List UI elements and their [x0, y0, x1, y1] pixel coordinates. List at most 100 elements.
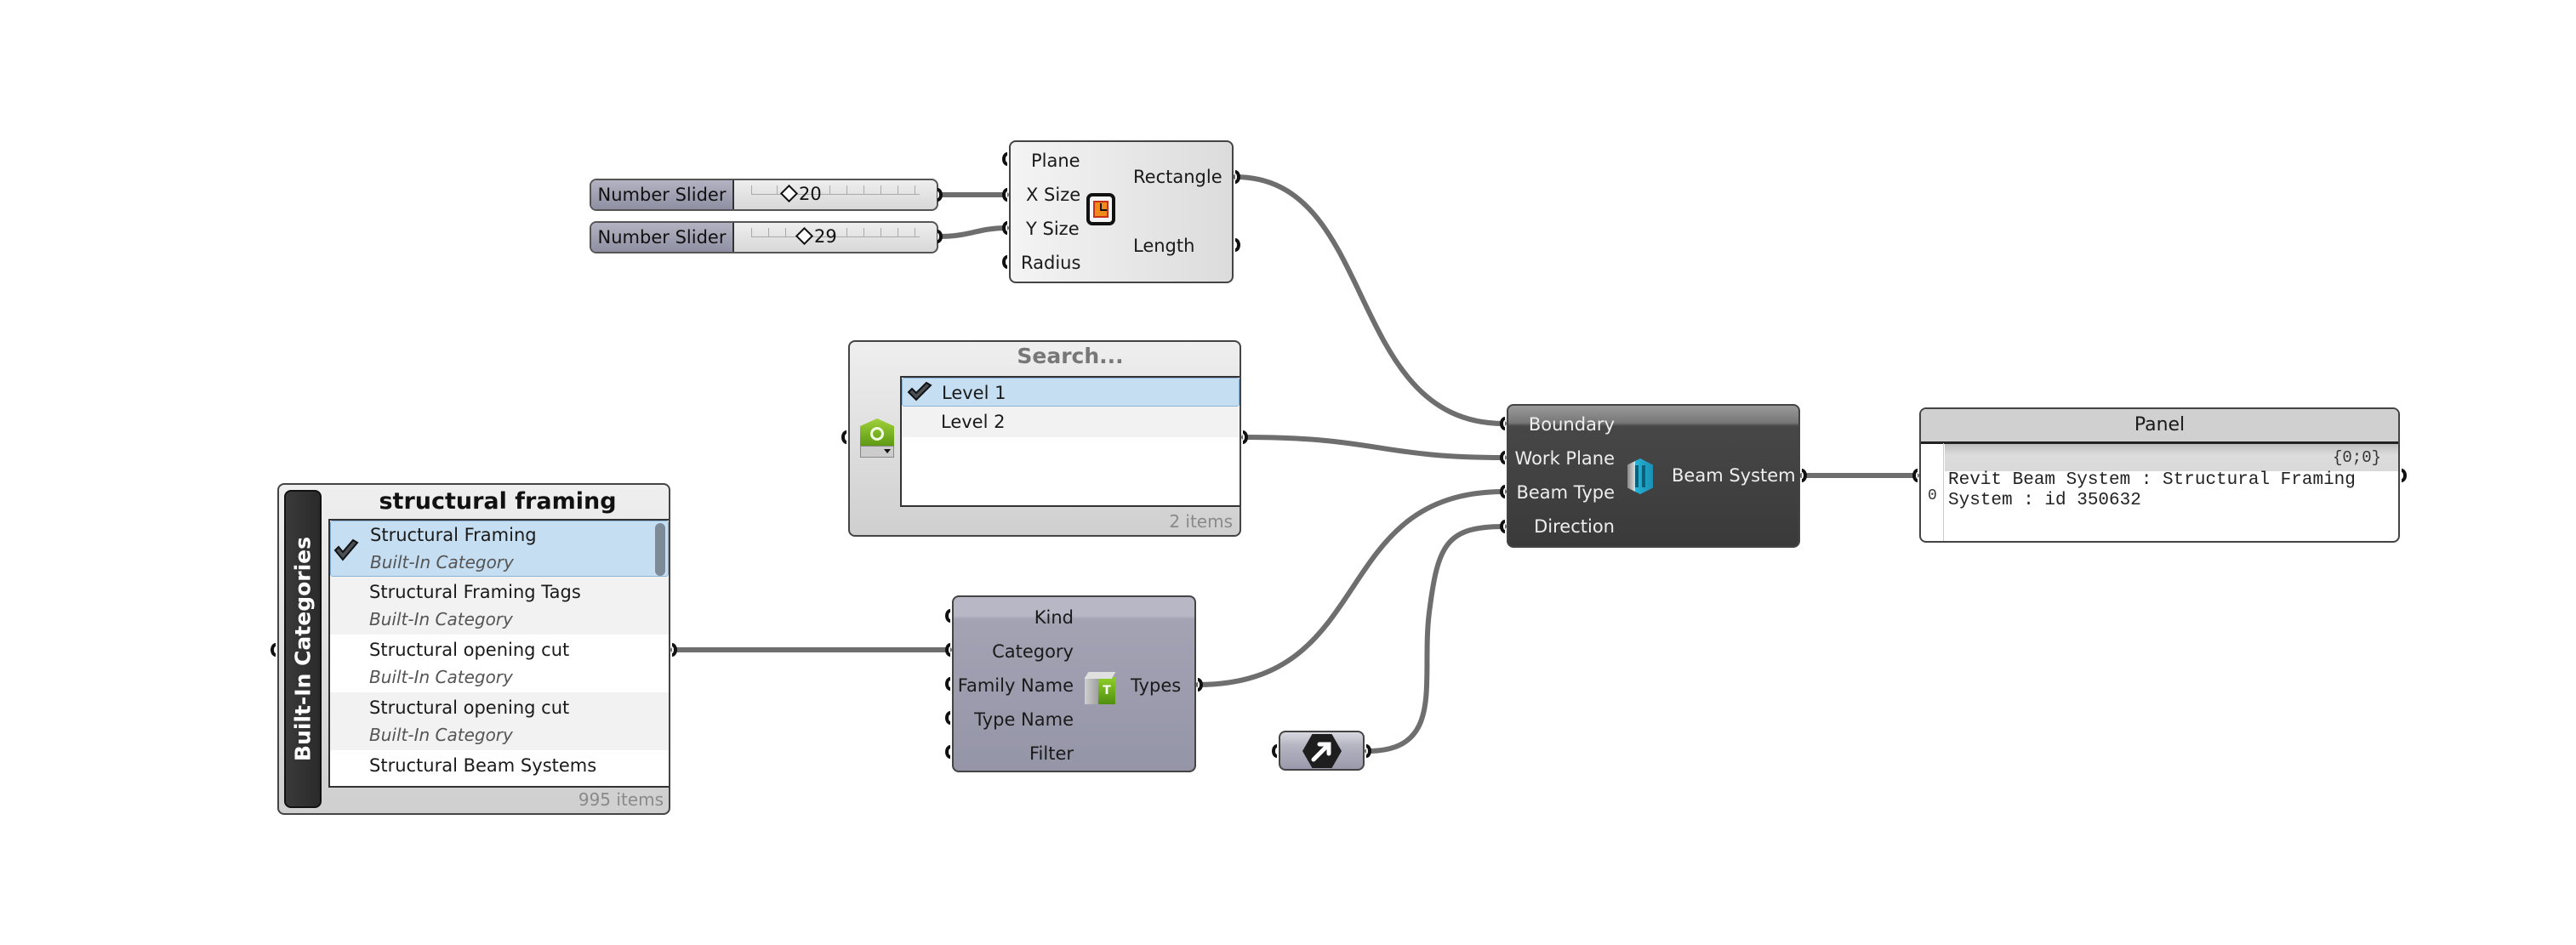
list-item-level-1[interactable]: Level 1	[902, 378, 1240, 407]
slider-track[interactable]: 29	[734, 223, 937, 252]
list-item-category[interactable]: Structural opening cut Built-In Category	[330, 692, 669, 750]
types-output-grip[interactable]	[1198, 678, 1203, 692]
beam-system-output-grip[interactable]	[1802, 469, 1807, 482]
slider-value: 20	[799, 184, 822, 204]
level-input-grip[interactable]	[841, 430, 846, 444]
input-kind: Kind	[1034, 607, 1074, 628]
slider-name-label: Number Slider	[591, 223, 734, 252]
categories-side-tab: Built-In Categories	[284, 490, 322, 808]
level-search-header[interactable]: Search...	[1017, 344, 1124, 368]
slider-x-output-grip[interactable]	[938, 188, 943, 202]
x-size-input-grip[interactable]	[1002, 188, 1007, 202]
input-category: Category	[992, 641, 1074, 662]
list-item-label: Structural opening cut	[369, 697, 570, 718]
list-item-label: Level 2	[941, 412, 1006, 432]
built-in-categories-component[interactable]: Built-In Categories structural framing S…	[277, 483, 670, 815]
level-output-grip[interactable]	[1243, 430, 1248, 444]
list-item-sublabel: Built-In Category	[370, 552, 514, 572]
panel-title: Panel	[1921, 409, 2398, 444]
element-type-icon: T	[1084, 672, 1117, 708]
category-input-grip[interactable]	[945, 643, 950, 657]
plane-input-grip[interactable]	[1002, 152, 1007, 166]
input-family-name: Family Name	[957, 675, 1074, 696]
input-radius: Radius	[1021, 253, 1081, 273]
wire-level-to-workplane	[1241, 435, 1507, 460]
element-types-component[interactable]: Kind Category Family Name Type Name Filt…	[952, 595, 1196, 772]
y-size-input-grip[interactable]	[1002, 221, 1007, 235]
list-item-sublabel: Built-In Category	[369, 667, 513, 687]
rectangle-output-grip[interactable]	[1235, 170, 1240, 184]
filter-input-grip[interactable]	[945, 745, 950, 759]
slider-tick	[777, 185, 778, 194]
work-plane-input-grip[interactable]	[1500, 451, 1505, 464]
slider-tick	[863, 185, 864, 194]
slider-tick	[785, 228, 786, 236]
beam-type-input-grip[interactable]	[1500, 485, 1505, 498]
level-count: 2 items	[1169, 511, 1233, 532]
panel-path-label: {0;0}	[1945, 444, 2398, 471]
input-boundary: Boundary	[1528, 414, 1615, 435]
input-work-plane: Work Plane	[1514, 448, 1615, 469]
list-item-label: Structural Beam Systems	[369, 755, 597, 776]
level-selector-component[interactable]: Search... Level 1 Level 2 2 items	[848, 340, 1241, 537]
direction-input-grip[interactable]	[1500, 520, 1505, 533]
slider-name-label: Number Slider	[591, 180, 734, 209]
kind-input-grip[interactable]	[945, 609, 950, 623]
check-icon	[333, 538, 359, 561]
input-plane: Plane	[1031, 151, 1080, 171]
list-item-category[interactable]: Structural Framing Built-In Category	[330, 521, 669, 577]
rectangle-component[interactable]: Plane X Size Y Size Radius Rectangle Len…	[1009, 140, 1234, 283]
output-types: Types	[1131, 675, 1182, 696]
length-output-grip[interactable]	[1235, 238, 1240, 252]
list-item-label: Structural opening cut	[369, 640, 570, 660]
slider-track[interactable]: 20	[734, 180, 937, 209]
list-item-level-2[interactable]: Level 2	[902, 407, 1240, 437]
radius-input-grip[interactable]	[1002, 255, 1007, 269]
boundary-input-grip[interactable]	[1500, 417, 1505, 430]
input-filter: Filter	[1029, 743, 1074, 764]
level-picker-icon	[860, 418, 894, 458]
slider-tick	[768, 228, 769, 236]
level-list[interactable]: Level 1 Level 2	[900, 376, 1240, 507]
list-item-label: Structural Framing Tags	[369, 582, 581, 602]
panel-component[interactable]: Panel {0;0} 0 Revit Beam System : Struct…	[1919, 407, 2400, 543]
panel-output-grip[interactable]	[2402, 469, 2407, 482]
categories-list[interactable]: Structural Framing Built-In Category Str…	[328, 519, 669, 788]
categories-side-label: Built-In Categories	[290, 536, 316, 762]
panel-input-grip[interactable]	[1912, 469, 1918, 482]
beam-system-component[interactable]: Boundary Work Plane Beam Type Direction …	[1507, 404, 1800, 548]
panel-item-text[interactable]: Revit Beam System : Structural Framing S…	[1948, 470, 2356, 510]
number-slider-y[interactable]: Number Slider 29	[590, 221, 938, 253]
slider-tick	[863, 228, 864, 236]
list-item-category[interactable]: Structural Framing Tags Built-In Categor…	[330, 577, 669, 635]
wire-vector-to-direction	[1365, 524, 1507, 754]
panel-item-index: 0	[1928, 487, 1937, 504]
output-rectangle: Rectangle	[1133, 167, 1222, 187]
categories-output-grip[interactable]	[672, 643, 677, 657]
output-length: Length	[1133, 236, 1195, 256]
categories-input-grip[interactable]	[271, 643, 276, 657]
vector-input-grip[interactable]	[1272, 744, 1277, 758]
slider-tick	[846, 185, 847, 194]
family-name-input-grip[interactable]	[945, 677, 950, 691]
slider-tick	[751, 228, 752, 236]
output-beam-system: Beam System	[1672, 465, 1796, 486]
vector-output-grip[interactable]	[1366, 744, 1371, 758]
input-direction: Direction	[1534, 516, 1615, 537]
input-beam-type: Beam Type	[1516, 482, 1615, 503]
number-slider-x[interactable]: Number Slider 20	[590, 179, 938, 211]
slider-y-output-grip[interactable]	[938, 230, 943, 243]
list-item-sublabel: Built-In Category	[369, 609, 513, 629]
panel-gutter	[1943, 443, 1944, 541]
slider-rail	[751, 230, 920, 237]
beam-system-icon	[1627, 458, 1653, 494]
list-item-category[interactable]: Structural opening cut Built-In Category	[330, 635, 669, 692]
list-item-label: Level 1	[942, 383, 1006, 403]
list-scrollbar[interactable]	[655, 523, 665, 576]
categories-filter-header[interactable]: structural framing	[379, 488, 617, 515]
wire-types-to-beamtype	[1195, 489, 1507, 687]
type-name-input-grip[interactable]	[945, 711, 950, 725]
vector-parameter[interactable]	[1279, 731, 1365, 771]
list-item-category[interactable]: Structural Beam Systems	[330, 750, 669, 786]
input-y-size: Y Size	[1026, 219, 1080, 239]
